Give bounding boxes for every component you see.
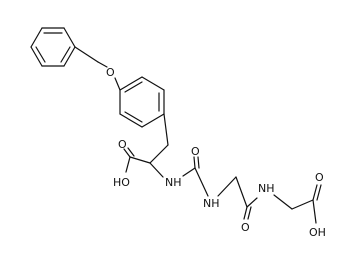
atom-ether-oxygen: O (106, 66, 115, 79)
side-chain (149, 113, 169, 164)
glycine-linker (217, 176, 258, 220)
atom-acid2-carbonyl-oxygen: O (315, 171, 324, 184)
atom-urea-carbonyl-oxygen: O (191, 145, 200, 158)
atom-urea-nh-left: NH (165, 176, 182, 189)
carboxylic-acid-2 (273, 184, 322, 224)
tyrosine-ring (119, 76, 165, 128)
benzyl-ring (30, 27, 76, 67)
atom-amide-nh: NH (258, 182, 275, 195)
urea-linkage (149, 156, 209, 197)
atom-urea-nh-right: NH (203, 197, 220, 210)
atom-acid1-carbonyl-oxygen: O (118, 138, 127, 151)
atom-acid1-hydroxyl: HO (113, 176, 130, 189)
benzyl-linker (74, 46, 121, 91)
atom-amide-carbonyl-oxygen: O (241, 221, 250, 234)
carboxylic-acid-1 (123, 147, 151, 173)
atom-acid2-hydroxyl: OH (309, 226, 326, 239)
